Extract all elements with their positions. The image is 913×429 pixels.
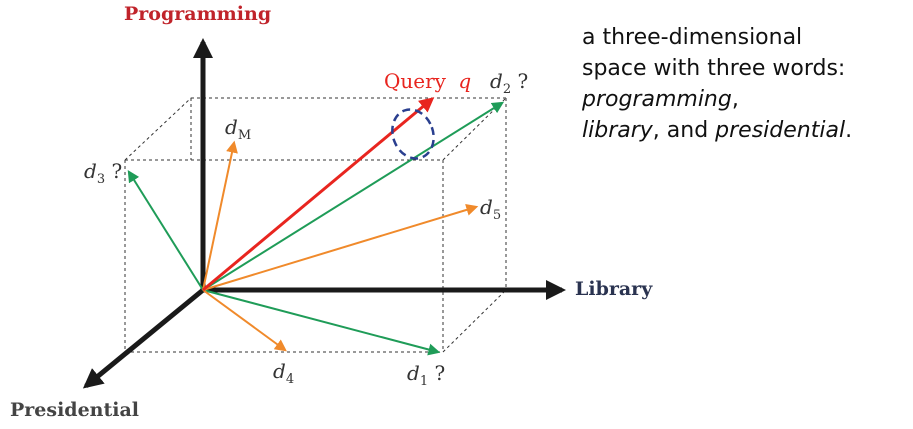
vector-d2	[202, 101, 505, 291]
word-presidential: presidential	[715, 118, 846, 143]
label-d3-suffix: ?	[105, 159, 122, 183]
label-d3: d3 ?	[84, 159, 122, 187]
description-line-1: a three-dimensional	[582, 25, 803, 50]
query-vector	[202, 97, 435, 292]
label-d1-suffix: ?	[428, 361, 445, 385]
query-region-ellipse	[391, 108, 435, 160]
label-d3-sub: 3	[97, 172, 105, 187]
description-connector: , and	[652, 118, 716, 143]
vector-dM	[202, 140, 238, 291]
query-label: Query q	[384, 69, 471, 93]
query-label-symbol: q	[458, 69, 471, 93]
box-edge	[442, 289, 507, 353]
vector-d1	[202, 289, 441, 356]
label-d4-base: d	[273, 359, 286, 383]
label-dM: dM	[225, 115, 251, 143]
query-label-text: Query	[384, 69, 447, 93]
word-programming: programming	[582, 87, 732, 112]
label-d2-sub: 2	[503, 82, 511, 97]
vector-d4	[202, 289, 287, 352]
label-dM-sub: M	[238, 128, 251, 143]
axis-label-programming: Programming	[124, 3, 271, 25]
axis-label-presidential: Presidential	[10, 399, 139, 421]
label-d4-sub: 4	[286, 372, 294, 387]
vector-d5	[202, 204, 479, 291]
label-d3-base: d	[84, 159, 97, 183]
description-comma: ,	[731, 87, 739, 112]
description-end: .	[845, 118, 853, 143]
label-d1-sub: 1	[420, 374, 428, 389]
word-library: library	[582, 118, 653, 143]
description-line-3: programming,	[582, 84, 902, 115]
label-d4: d4	[273, 359, 294, 387]
axis-label-library: Library	[575, 278, 653, 300]
description-text: a three-dimensional space with three wor…	[582, 22, 902, 146]
label-d2: d2 ?	[490, 69, 528, 97]
presidential-axis	[82, 288, 205, 389]
vector-d3	[127, 169, 204, 291]
box-edge	[124, 97, 192, 161]
dashed-box	[124, 97, 507, 353]
label-dM-base: d	[225, 115, 238, 139]
description-line-2: space with three words:	[582, 56, 846, 81]
label-d5-base: d	[480, 195, 493, 219]
label-d1: d1 ?	[407, 361, 445, 389]
label-d2-base: d	[490, 69, 503, 93]
description-line-4: library, and presidential.	[582, 115, 902, 146]
label-d5-sub: 5	[493, 208, 501, 223]
label-d1-base: d	[407, 361, 420, 385]
label-d5: d5	[480, 195, 501, 223]
label-d2-suffix: ?	[511, 69, 528, 93]
